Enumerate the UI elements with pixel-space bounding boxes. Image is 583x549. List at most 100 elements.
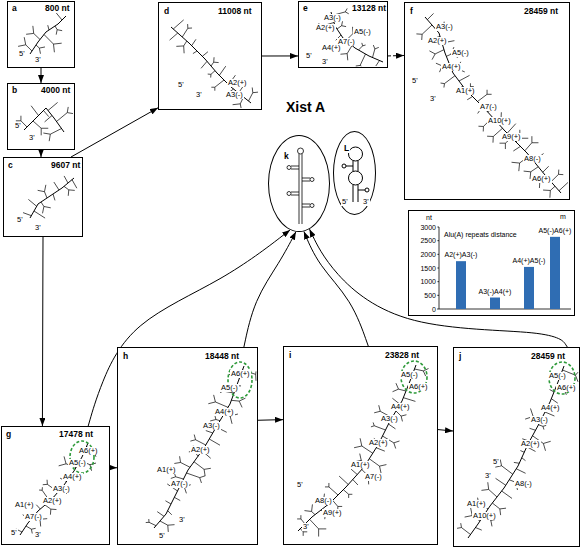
structure-label: A6(+) bbox=[78, 447, 99, 455]
rna-structure bbox=[16, 443, 99, 535]
stem-line bbox=[353, 185, 354, 202]
rna-branch bbox=[49, 134, 50, 141]
rna-branch bbox=[375, 47, 379, 49]
rna-branch bbox=[354, 446, 362, 448]
stem-line bbox=[291, 166, 299, 167]
rna-backbone bbox=[30, 16, 66, 54]
flow-arrow bbox=[41, 150, 42, 157]
rna-branch bbox=[347, 46, 352, 54]
rna-branch bbox=[53, 194, 55, 200]
rna-branch bbox=[252, 87, 254, 92]
rna-branch bbox=[255, 374, 256, 380]
structure-label: A2(+) bbox=[190, 446, 211, 454]
bar bbox=[550, 237, 560, 309]
rna-branch bbox=[206, 431, 213, 433]
rna-branch bbox=[149, 522, 156, 525]
rna-structure bbox=[146, 366, 256, 532]
structure-label: A4(+) bbox=[540, 404, 561, 412]
rna-branch bbox=[187, 24, 188, 28]
rna-branch bbox=[36, 45, 39, 48]
rna-branch bbox=[360, 65, 361, 67]
stem-line bbox=[358, 185, 359, 202]
rna-branch bbox=[33, 121, 41, 128]
rna-branch bbox=[487, 90, 488, 95]
rna-branch bbox=[182, 28, 188, 37]
structure-label: A2(+) bbox=[368, 439, 389, 447]
rna-branch bbox=[347, 54, 349, 61]
rna-branch bbox=[349, 494, 353, 495]
structure-panel: e13128 ntA3(-)A2(+)A5(-)A7(-)A4(+)5'3' bbox=[298, 1, 388, 68]
structure-label: A3(-) bbox=[435, 23, 454, 31]
stem-line bbox=[299, 154, 300, 224]
rna-branch bbox=[318, 529, 319, 537]
stem-line bbox=[291, 169, 299, 170]
structure-label: 4000 nt bbox=[40, 86, 71, 95]
chart-text: m bbox=[559, 213, 567, 220]
rna-branch bbox=[461, 528, 470, 535]
structure-panel: c9607 nt5'3' bbox=[3, 157, 83, 237]
rna-branch bbox=[360, 54, 365, 65]
structure-label: 3' bbox=[34, 224, 42, 232]
structure-label: A4(+) bbox=[441, 63, 462, 71]
rna-backbone bbox=[154, 366, 244, 528]
rna-branch bbox=[44, 185, 45, 192]
chart-text: A4(+)A5(-) bbox=[512, 257, 547, 264]
rna-branch bbox=[460, 523, 462, 527]
illustration bbox=[4, 158, 84, 238]
rna-branch bbox=[59, 464, 66, 466]
structure-label: A1(+) bbox=[350, 461, 371, 469]
rna-branch bbox=[483, 126, 484, 131]
structure-label: A3(-) bbox=[323, 14, 342, 22]
rna-branch bbox=[31, 529, 33, 533]
rna-backbone bbox=[298, 365, 416, 531]
chart-text: Alu(A) repeats distance bbox=[443, 231, 518, 238]
rna-branch bbox=[328, 483, 329, 487]
rna-branch bbox=[201, 61, 207, 68]
structure-label: 18448 nt bbox=[204, 352, 240, 361]
rna-branch bbox=[297, 518, 301, 519]
rna-branch bbox=[300, 515, 301, 519]
rna-branch bbox=[53, 43, 61, 45]
structure-label: A4(+) bbox=[214, 408, 235, 416]
panel-letter: f bbox=[409, 7, 414, 16]
stem-loop-schematic bbox=[342, 147, 369, 202]
rna-branch bbox=[28, 199, 36, 206]
rna-branch bbox=[211, 62, 214, 66]
rna-branch bbox=[303, 531, 307, 532]
rna-branch bbox=[380, 466, 382, 473]
rna-branch bbox=[443, 84, 445, 88]
rna-branch bbox=[39, 490, 42, 491]
chart-text: 0 bbox=[431, 306, 437, 313]
rna-branch bbox=[171, 477, 176, 479]
rna-branch bbox=[575, 372, 578, 375]
rna-branch bbox=[48, 102, 58, 110]
structure-label: A9(+) bbox=[501, 133, 522, 141]
structure-label: 3' bbox=[34, 56, 42, 64]
loop bbox=[365, 188, 369, 192]
rna-backbone bbox=[468, 366, 564, 538]
rna-branch bbox=[44, 35, 53, 45]
rna-branch bbox=[339, 476, 348, 484]
rna-branch bbox=[200, 476, 205, 478]
rna-branch bbox=[342, 25, 346, 27]
rna-branch bbox=[539, 425, 543, 427]
structure-label: A8(-) bbox=[523, 155, 542, 163]
rna-branch bbox=[530, 428, 536, 430]
rna-structure bbox=[170, 20, 258, 108]
panel-letter: j bbox=[458, 352, 462, 361]
rna-branch bbox=[429, 51, 435, 54]
structure-label: A3(-) bbox=[52, 485, 71, 493]
rna-branch bbox=[394, 441, 400, 443]
panel-letter: b bbox=[11, 86, 18, 95]
rna-branch bbox=[208, 74, 211, 75]
chart-text: 3000 bbox=[419, 224, 437, 231]
structure-label: 28459 nt bbox=[523, 7, 559, 16]
rna-branch bbox=[559, 182, 568, 190]
structure-label: A10(+) bbox=[472, 512, 497, 520]
rna-branch bbox=[34, 211, 45, 218]
rna-branch bbox=[208, 402, 215, 404]
rna-branch bbox=[374, 411, 380, 413]
rna-branch bbox=[64, 456, 66, 463]
structure-label: 5' bbox=[18, 50, 26, 58]
structure-panel: j28459 ntA5(-)A6(+)A4(+)A3(-)A2(+)5'3'A8… bbox=[453, 347, 580, 547]
